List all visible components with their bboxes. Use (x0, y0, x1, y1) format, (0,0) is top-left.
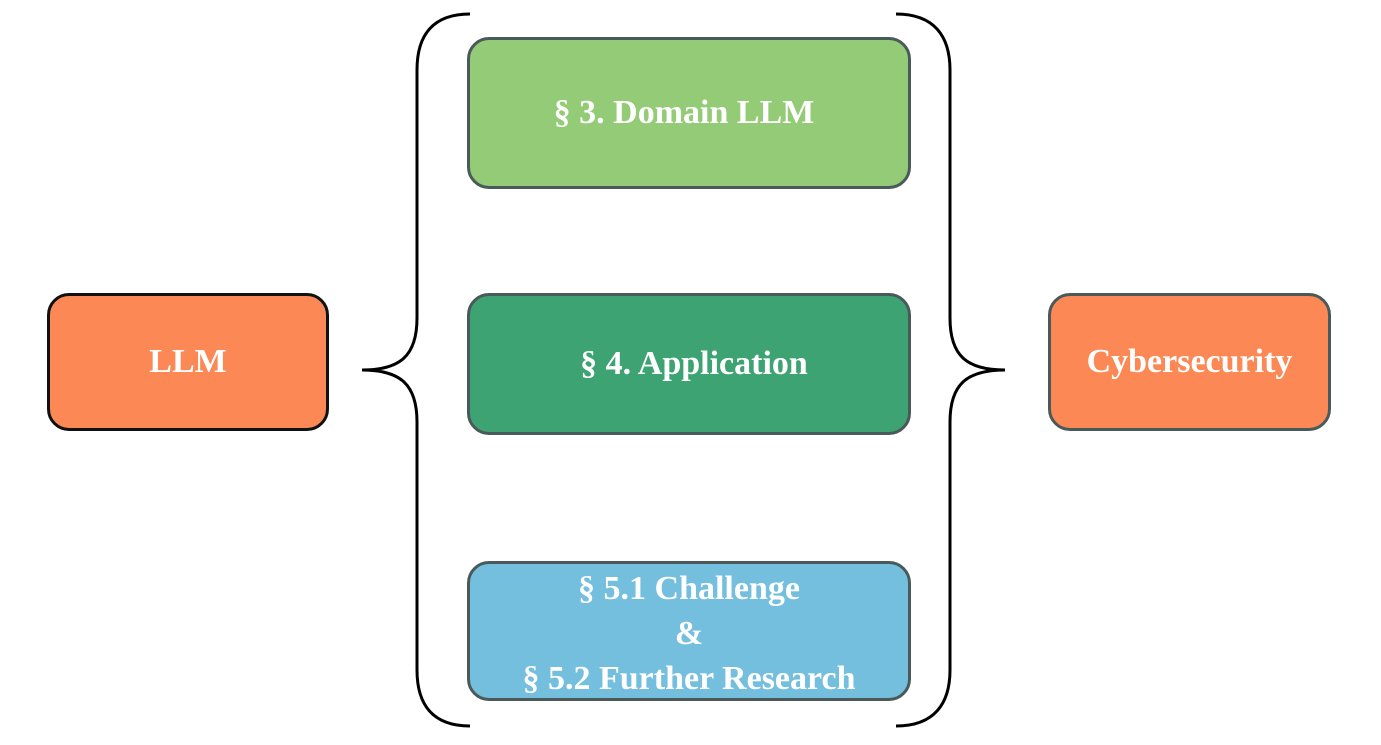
domain-llm-section-box: § 3. Domain LLM (467, 37, 911, 189)
application-section-box: § 4. Application (467, 293, 911, 435)
right-curly-brace (895, 12, 1006, 728)
challenge-label: § 5.1 Challenge (578, 569, 800, 607)
llm-label: LLM (149, 342, 227, 380)
application-label: § 4. Application (580, 344, 808, 382)
left-curly-brace (361, 12, 471, 728)
challenge-research-section-box: § 5.1 Challenge & § 5.2 Further Research (467, 561, 911, 701)
ampersand-label: & (674, 614, 704, 652)
further-research-label: § 5.2 Further Research (522, 659, 856, 697)
llm-node: LLM (47, 293, 329, 431)
cybersecurity-label: Cybersecurity (1086, 342, 1293, 380)
domain-llm-label: § 3. Domain LLM (553, 93, 815, 131)
cybersecurity-node: Cybersecurity (1048, 293, 1331, 431)
